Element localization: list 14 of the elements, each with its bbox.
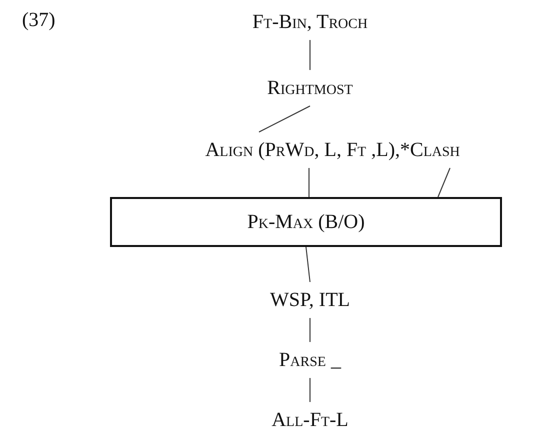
- constraint-name: Rightmost: [267, 76, 353, 100]
- example-number: (37): [22, 9, 56, 32]
- constraint-name: Pk-Max (B/O): [247, 210, 365, 234]
- connector-line: [306, 246, 310, 282]
- constraint-name: Ft-Bin, Troch: [252, 10, 368, 34]
- connector-line: [308, 168, 310, 198]
- constraint-name: Parse _: [279, 348, 341, 372]
- constraint-name: All-Ft-L: [272, 408, 348, 432]
- connector-line: [438, 168, 450, 198]
- highlighted-box: [110, 197, 502, 247]
- constraint-name: Align (PrWd, L, Ft ,L),: [205, 138, 400, 162]
- connector-line: [258, 106, 310, 132]
- constraint-name: *Clash: [400, 138, 460, 162]
- constraint-name: WSP, ITL: [270, 288, 350, 312]
